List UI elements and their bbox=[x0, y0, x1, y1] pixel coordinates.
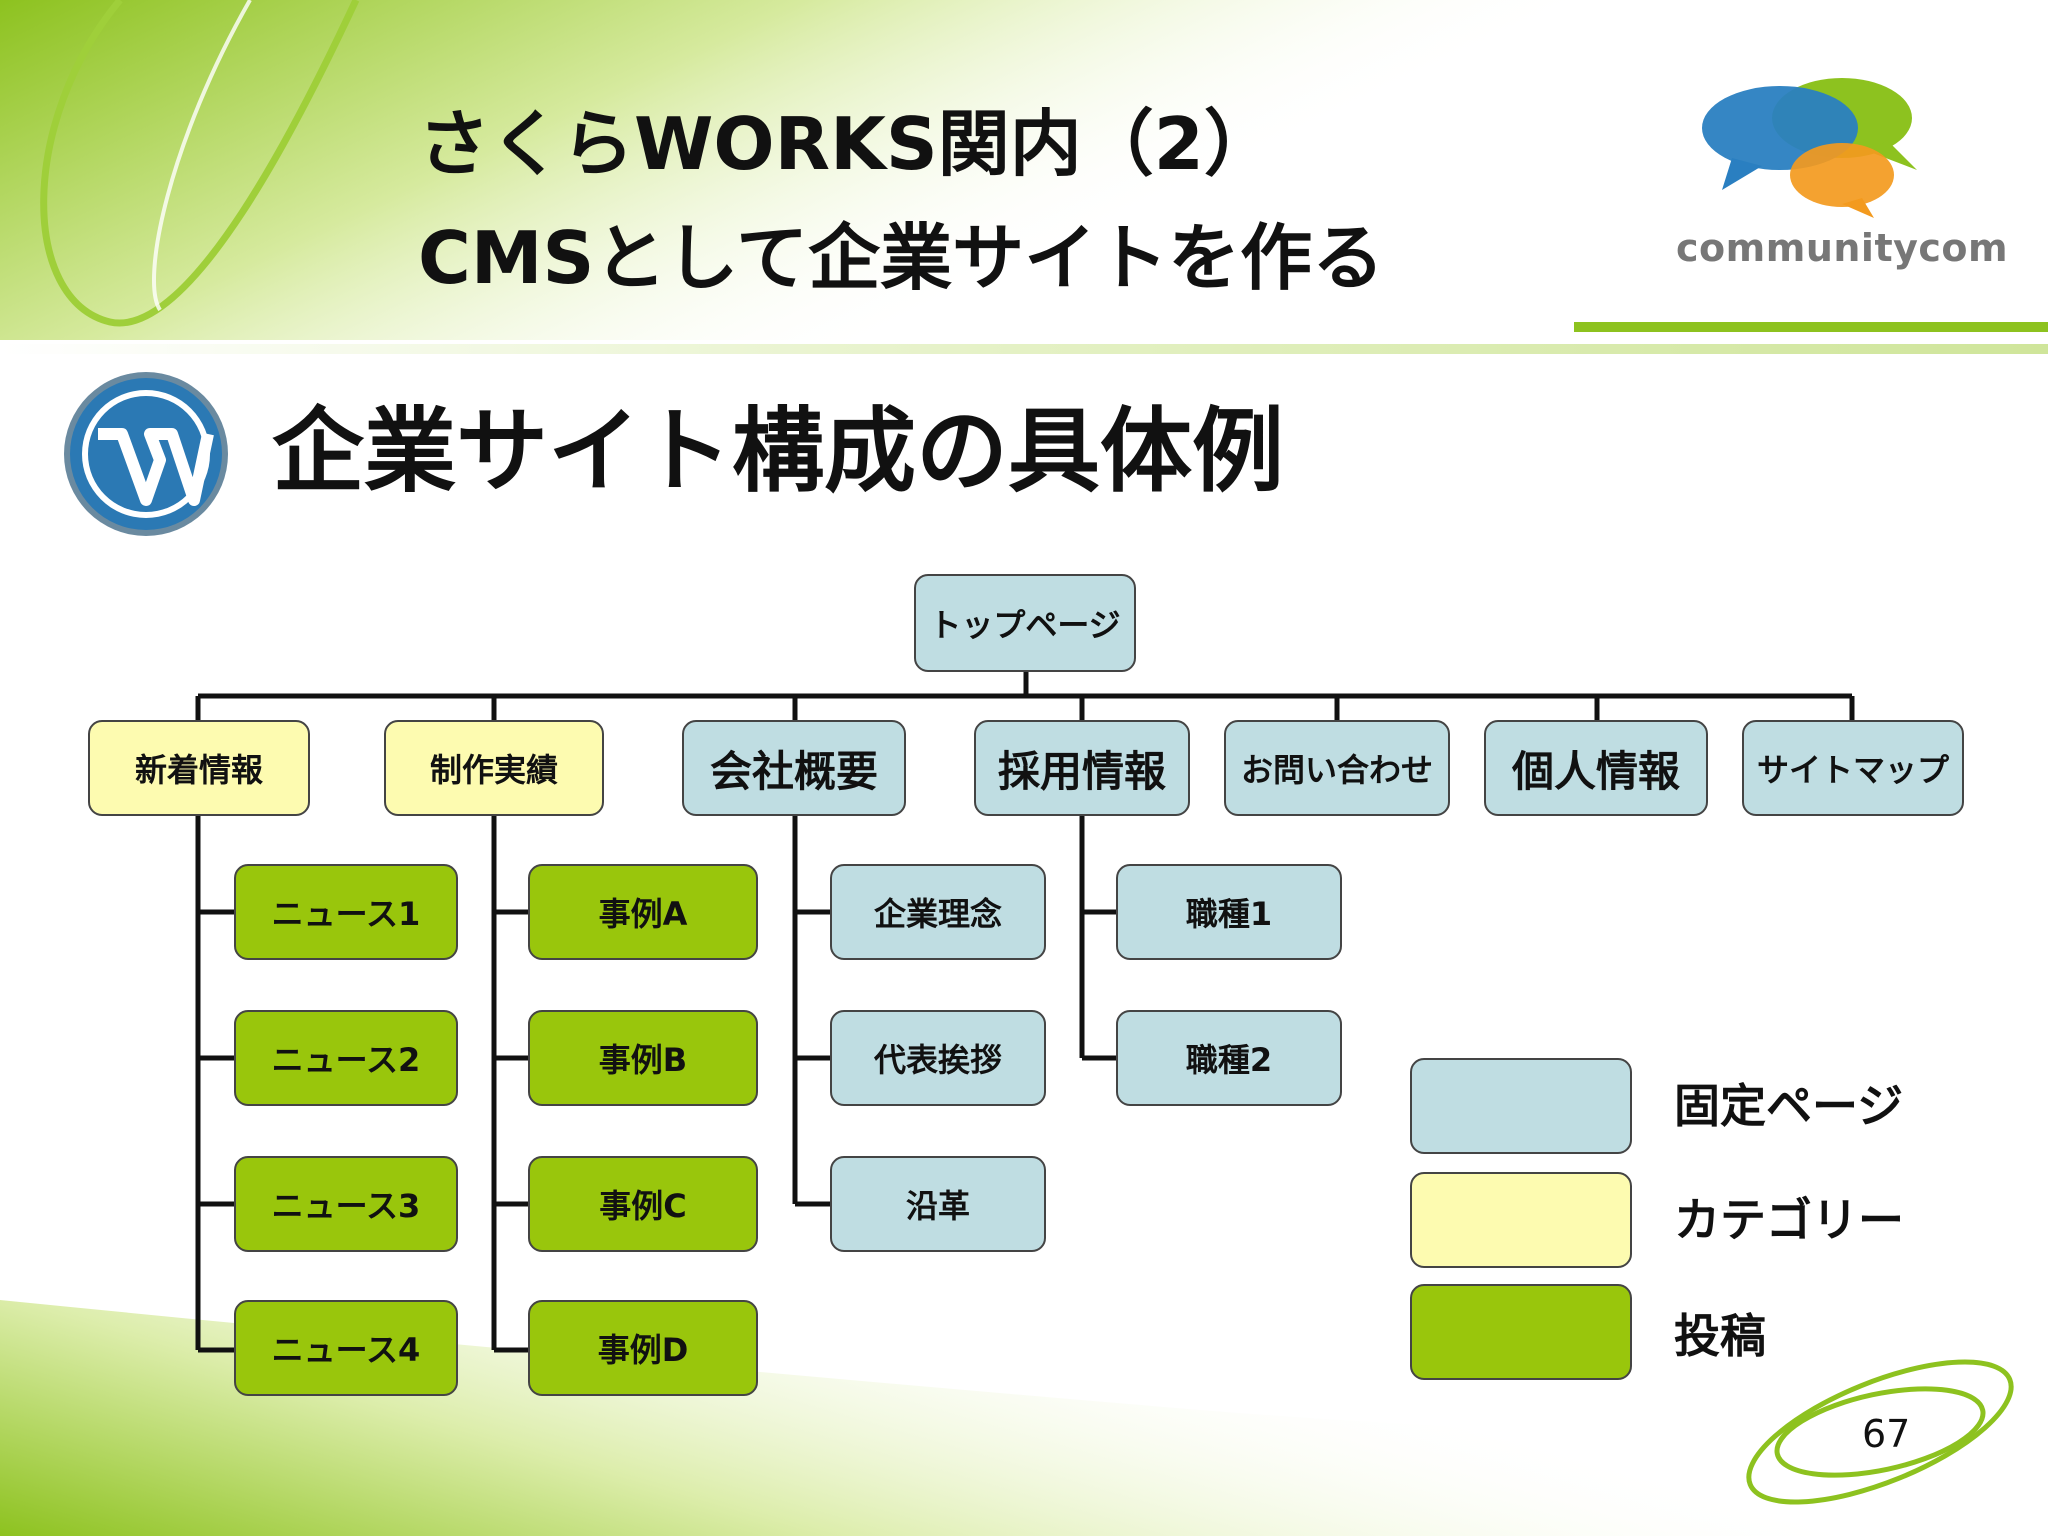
node-history: 沿革 bbox=[830, 1156, 1046, 1252]
node-news-4: ニュース4 bbox=[234, 1300, 458, 1396]
page-number: 67 bbox=[1862, 1412, 1911, 1456]
slide-heading: 企業サイト構成の具体例 bbox=[272, 398, 1285, 505]
node-sitemap: サイトマップ bbox=[1742, 720, 1964, 816]
node-job-1: 職種1 bbox=[1116, 864, 1342, 960]
legend-label-post: 投稿 bbox=[1674, 1309, 1766, 1363]
tree-connectors bbox=[195, 672, 1855, 1353]
node-job-2: 職種2 bbox=[1116, 1010, 1342, 1106]
legend-swatch-fixed-page bbox=[1410, 1058, 1632, 1154]
node-new-arrivals: 新着情報 bbox=[88, 720, 310, 816]
node-philosophy: 企業理念 bbox=[830, 864, 1046, 960]
legend-swatch-category bbox=[1410, 1172, 1632, 1268]
legend-swatch-post bbox=[1410, 1284, 1632, 1380]
wordpress-icon bbox=[64, 372, 228, 536]
logo-wordmark: communitycom bbox=[1676, 226, 2009, 270]
legend-label-fixed-page: 固定ページ bbox=[1674, 1079, 1904, 1133]
title-line-1: さくらWORKS関内（2） bbox=[418, 102, 1276, 186]
title-line-2: CMSとして企業サイトを作る bbox=[418, 216, 1385, 300]
node-case-a: 事例A bbox=[528, 864, 758, 960]
node-contact: お問い合わせ bbox=[1224, 720, 1450, 816]
node-privacy: 個人情報 bbox=[1484, 720, 1708, 816]
speech-bubbles-logo-icon bbox=[1702, 78, 1917, 218]
node-case-b: 事例B bbox=[528, 1010, 758, 1106]
orbit-decoration bbox=[1746, 1359, 2014, 1505]
node-works: 制作実績 bbox=[384, 720, 604, 816]
node-top-page: トップページ bbox=[914, 574, 1136, 672]
node-greeting: 代表挨拶 bbox=[830, 1010, 1046, 1106]
legend-label-category: カテゴリー bbox=[1674, 1193, 1904, 1247]
node-news-3: ニュース3 bbox=[234, 1156, 458, 1252]
node-recruit: 採用情報 bbox=[974, 720, 1190, 816]
node-news-1: ニュース1 bbox=[234, 864, 458, 960]
node-company: 会社概要 bbox=[682, 720, 906, 816]
node-case-d: 事例D bbox=[528, 1300, 758, 1396]
node-case-c: 事例C bbox=[528, 1156, 758, 1252]
node-news-2: ニュース2 bbox=[234, 1010, 458, 1106]
